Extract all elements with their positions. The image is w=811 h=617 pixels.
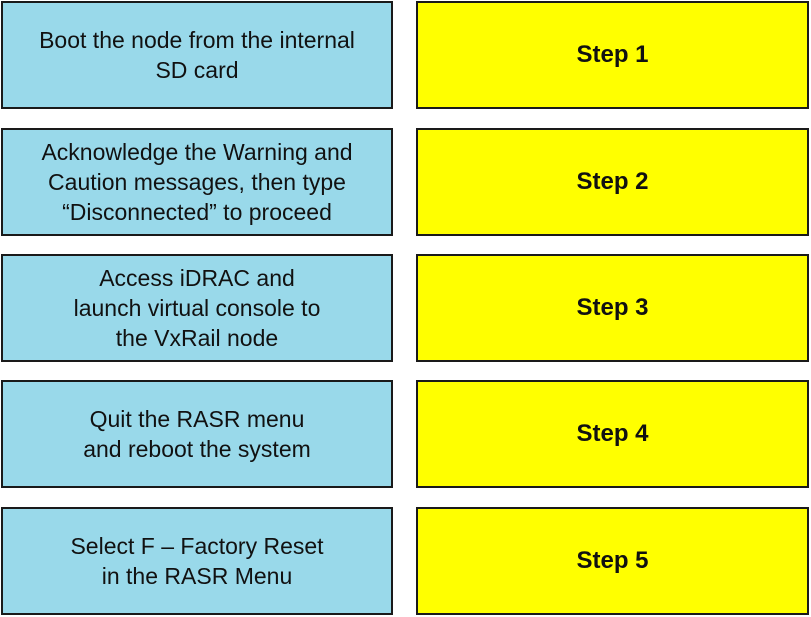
action-box-3[interactable]: Access iDRAC and launch virtual console … [1,254,393,362]
action-box-4[interactable]: Quit the RASR menu and reboot the system [1,380,393,488]
step-label-4: Step 4 [576,420,649,447]
step-box-3[interactable]: Step 3 [416,254,809,362]
step-label-5: Step 5 [576,547,649,574]
action-box-1[interactable]: Boot the node from the internal SD card [1,1,393,109]
step-box-5[interactable]: Step 5 [416,507,809,615]
step-box-1[interactable]: Step 1 [416,1,809,109]
action-text-4: Quit the RASR menu and reboot the system [83,406,311,462]
step-label-3: Step 3 [576,294,649,321]
action-text-2: Acknowledge the Warning and Caution mess… [41,139,353,225]
step-label-2: Step 2 [576,168,649,195]
step-box-4[interactable]: Step 4 [416,380,809,488]
action-text-3: Access iDRAC and launch virtual console … [73,265,321,351]
step-label-1: Step 1 [576,41,649,68]
action-box-5[interactable]: Select F – Factory Reset in the RASR Men… [1,507,393,615]
action-text-5: Select F – Factory Reset in the RASR Men… [70,533,324,589]
step-box-2[interactable]: Step 2 [416,128,809,236]
action-box-2[interactable]: Acknowledge the Warning and Caution mess… [1,128,393,236]
action-text-1: Boot the node from the internal SD card [39,27,355,83]
